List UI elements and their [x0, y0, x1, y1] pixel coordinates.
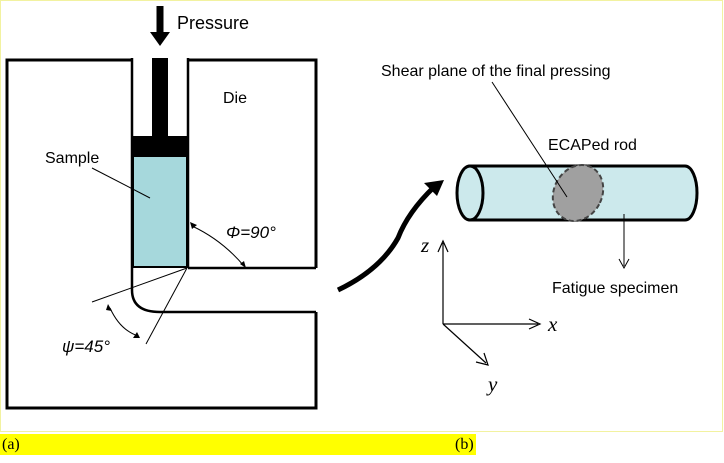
psi-line-inner	[145, 267, 188, 345]
caption-highlight-bar	[0, 434, 476, 455]
x-axis-label: x	[547, 312, 558, 336]
fatigue-specimen-arrowhead	[618, 258, 630, 270]
x-axis-arrowhead	[528, 318, 542, 330]
figure-frame	[0, 0, 723, 432]
plunger-rod	[152, 58, 168, 136]
shear-plane-leader-line	[491, 81, 568, 198]
caption-b: (b)	[455, 436, 474, 453]
phi-angle-label: Φ=90°	[226, 223, 276, 242]
transition-arrow-head	[424, 180, 444, 196]
plunger-head	[132, 136, 188, 156]
psi-arc-arrowhead-1	[106, 304, 112, 311]
psi-arc-arrowhead-2	[133, 332, 140, 338]
pressure-arrow-head	[150, 32, 170, 46]
fatigue-specimen-label: Fatigue specimen	[552, 280, 678, 297]
shear-plane-label: Shear plane of the final pressing	[381, 63, 610, 80]
exit-channel-bottom-wall	[130, 268, 316, 314]
y-axis-line	[442, 323, 487, 364]
y-axis-label: y	[486, 372, 498, 396]
psi-arc	[109, 307, 139, 337]
sample-label: Sample	[45, 150, 99, 167]
rod-panel: Shear plane of the final pressing ECAPed…	[381, 63, 699, 396]
pressure-label: Pressure	[177, 13, 249, 33]
phi-arc-arrowhead-bottom	[240, 261, 246, 268]
die-label: Die	[223, 90, 247, 107]
rod-end-face	[455, 164, 485, 222]
ecaped-rod-label: ECAPed rod	[548, 137, 637, 154]
psi-line-outer	[91, 267, 188, 303]
sample-block	[132, 155, 188, 268]
transition-arrow-shaft	[336, 185, 436, 293]
z-axis-arrowhead	[437, 239, 449, 253]
phi-arc	[191, 225, 245, 267]
phi-arc-arrowhead-top	[190, 222, 197, 229]
y-axis-arrowhead	[475, 352, 489, 366]
psi-angle-label: ψ=45°	[62, 337, 110, 356]
z-axis-label: z	[420, 233, 429, 257]
horizontal-channel	[132, 268, 318, 312]
die-panel: Pressure Die Sample Φ=90° ψ=45°	[5, 6, 318, 410]
caption-a: (a)	[2, 436, 20, 453]
sample-leader-line	[91, 167, 151, 199]
